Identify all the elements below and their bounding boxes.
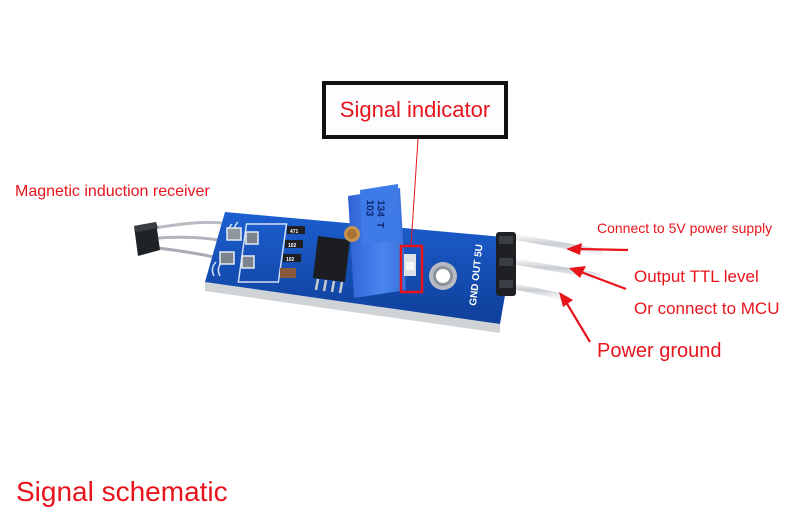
arrow-gnd-head [559, 292, 573, 307]
arrow-gnd [565, 301, 591, 343]
pin-labels: GND OUT 5U [468, 244, 485, 307]
pot-marking-2: T [374, 222, 385, 228]
pin-label-5u: 5U [473, 244, 485, 258]
vcc-label: Connect to 5V power supply [597, 220, 773, 236]
arrow-out [580, 270, 627, 291]
potentiometer: 134 T 103 [344, 184, 406, 298]
pot-marking-1: 134 [374, 200, 386, 217]
resistor-marking-2: 102 [288, 243, 297, 249]
pin-label-gnd: GND [468, 283, 481, 306]
ground-label: Power ground [597, 340, 722, 362]
arrow-out-head [569, 266, 586, 278]
pot-marking-3: 103 [363, 200, 375, 217]
callout-leader-line [410, 138, 419, 247]
solder-pads [219, 227, 259, 269]
annotation-arrows [559, 243, 629, 343]
arrow-vcc [577, 247, 629, 252]
page-title: Signal schematic [16, 476, 228, 507]
resistor-marking-3: 102 [286, 257, 295, 263]
pin-label-out: OUT [471, 259, 484, 281]
magnetic-receiver-label: Magnetic induction receiver [15, 183, 210, 200]
output-label-line2: Or connect to MCU [634, 299, 780, 318]
mounting-hole [429, 262, 457, 290]
signal-indicator-callout: Signal indicator [322, 81, 508, 139]
pcb-edge [205, 282, 500, 333]
arrow-vcc-head [566, 243, 582, 255]
hall-sensor [134, 222, 160, 256]
smd-resistors: 471 102 102 [280, 226, 305, 278]
output-label-line1: Output TTL level [634, 267, 759, 286]
signal-led [404, 254, 416, 276]
resistor-marking-1: 471 [290, 229, 299, 235]
comparator-ic [313, 236, 350, 294]
header-pins [496, 232, 603, 299]
signal-indicator-label: Signal indicator [339, 97, 491, 122]
